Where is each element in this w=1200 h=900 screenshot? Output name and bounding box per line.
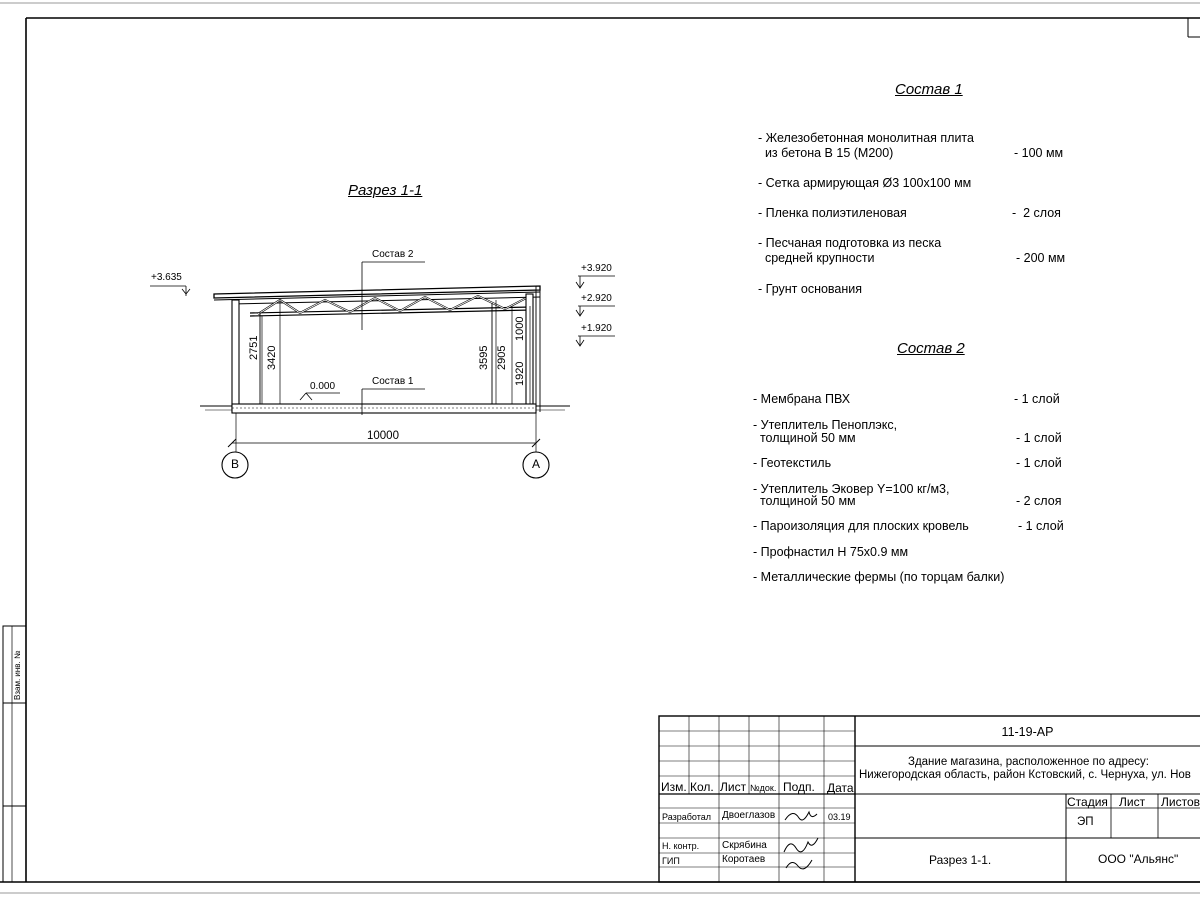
sostav1-value: - 2 слоя (1012, 206, 1061, 220)
layer-label: Состав 2 (372, 249, 414, 260)
sostav2-item: - Утеплитель Пеноплэкс, (753, 418, 898, 432)
dimension-label: 1920 (514, 361, 526, 386)
sostav1-item: - Сетка армирующая Ø3 100х100 мм (758, 176, 972, 190)
sostav2-item: - Пароизоляция для плоских кровель (753, 519, 969, 533)
sostav1-item: - Песчаная подготовка из песка (758, 236, 942, 250)
project-address-line2: Нижегородская область, район Кстовский, … (859, 769, 1191, 781)
sostav1-value: - 100 мм (1014, 146, 1064, 160)
sostav1-item: - Пленка полиэтиленовая (758, 206, 907, 220)
dimension-label: 1000 (514, 316, 526, 341)
sostav2-value: - 1 слой (1018, 519, 1064, 533)
sostav1-item: средней крупности (758, 251, 875, 265)
header-ndok: №док. (750, 783, 777, 793)
role-name: Коротаев (722, 854, 766, 865)
dimension-label: 3595 (478, 345, 490, 370)
sostav2-title: Состав 2 (897, 340, 965, 357)
dimension-label: 2751 (248, 335, 260, 360)
header-podp: Подп. (783, 780, 815, 794)
sostav2-item: толщиной 50 мм (753, 431, 856, 445)
role-label: Н. контр. (662, 841, 700, 851)
role-name: Двоеглазов (722, 810, 776, 821)
role-label: ГИП (662, 856, 680, 866)
axis-label: В (230, 457, 239, 471)
role-label: Разработал (662, 812, 711, 822)
sostav2-value: - 2 слоя (1016, 494, 1062, 508)
sostav2-value: - 1 слой (1016, 431, 1062, 445)
axis-label: А (531, 457, 540, 471)
sostav2-value: - 1 слой (1014, 392, 1060, 406)
stage-header: Стадия (1067, 795, 1108, 809)
elevation-label: +1.920 (581, 323, 612, 334)
title-block-grid (658, 715, 1200, 883)
sostav2-item: - Металлические фермы (по торцам балки) (753, 570, 1005, 584)
section-drawing (150, 261, 615, 479)
sostav2-value: - 1 слой (1016, 456, 1062, 470)
sostav1-item: - Железобетонная монолитная плита (758, 131, 974, 145)
sostav2-item: - Профнастил Н 75х0.9 мм (753, 545, 909, 559)
project-code: 11-19-АР (1001, 725, 1054, 739)
sostav1-item: из бетона В 15 (М200) (758, 146, 894, 160)
project-address-line1: Здание магазина, расположенное по адресу… (908, 756, 1149, 768)
side-stamp-label: Взам. инв. № (13, 650, 22, 700)
stage-value: ЭП (1077, 816, 1094, 828)
role-date: 03.19 (828, 812, 851, 822)
header-izm: Изм. (661, 780, 687, 794)
layer-label: Состав 1 (372, 376, 414, 387)
elevation-label: +3.920 (581, 263, 612, 274)
sostav1-title: Состав 1 (895, 81, 963, 98)
elevation-label: +2.920 (581, 293, 612, 304)
sheet-title: Разрез 1-1. (929, 853, 992, 867)
company-name: ООО "Альянс" (1098, 852, 1179, 866)
header-kol: Кол. (690, 780, 714, 794)
sostav2-item: - Геотекстиль (753, 456, 832, 470)
dimension-label: 2905 (496, 345, 508, 370)
header-data: Дата (827, 781, 854, 795)
sostav1-item: - Грунт основания (758, 282, 863, 296)
dimension-label: 10000 (367, 430, 399, 442)
sheet-header: Лист (1119, 795, 1146, 809)
sostav2-item: толщиной 50 мм (753, 494, 856, 508)
elevation-label: 0.000 (310, 381, 336, 392)
sostav2-item: - Утеплитель Эковер Y=100 кг/м3, (753, 482, 950, 496)
sostav2-item: - Мембрана ПВХ (753, 392, 851, 406)
sheets-header: Листов (1161, 795, 1200, 809)
header-list: Лист (720, 780, 747, 794)
section-title: Разрез 1-1 (348, 182, 423, 199)
role-name: Скрябина (722, 840, 767, 851)
sostav1-value: - 200 мм (1016, 251, 1066, 265)
dimension-label: 3420 (266, 345, 278, 370)
elevation-label: +3.635 (151, 272, 182, 283)
